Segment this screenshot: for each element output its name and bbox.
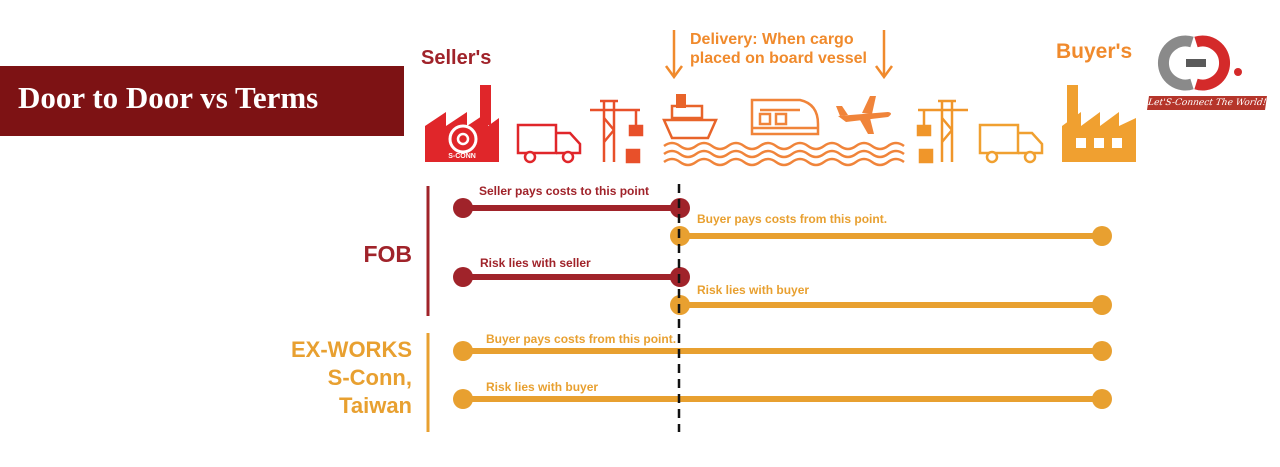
ship-icon [662,94,718,140]
waves-icon [663,141,905,167]
truck-icon [978,123,1044,164]
down-arrow-right-icon [874,30,894,80]
crane-icon [590,99,644,164]
seller-costs-label: Seller pays costs to this point [479,184,650,198]
exworks-label-line3: Taiwan [339,393,412,418]
title-banner: Door to Door vs Terms [0,66,404,136]
train-icon [750,98,820,136]
seller-risk-label: Risk lies with seller [480,256,591,270]
buyer-costs-label: Buyer pays costs from this point. [697,212,888,226]
truck-icon [516,123,582,164]
buyer-costs-end [1092,226,1112,246]
chain-link-icon [1157,35,1231,91]
crane-icon [916,99,968,164]
brand-logo [1157,35,1242,91]
page-title: Door to Door vs Terms [18,80,319,115]
exw-buyer-risk-label: Risk lies with buyer [486,380,599,394]
exworks-label-line2: S-Conn, [327,365,412,390]
delivery-label-line1: Delivery: When cargo [690,31,854,48]
down-arrow-left-icon [664,30,684,80]
seller-costs-start [453,198,473,218]
buyer-factory-icon [1062,85,1136,162]
exw-buyer-costs-start [453,341,473,361]
seller-label: Seller's [421,47,492,69]
buyer-risk-label: Risk lies with buyer [697,283,810,297]
seller-factory-icon: S-CONN [425,85,499,162]
buyer-risk-end [1092,295,1112,315]
buyer-label: Buyer's [1056,40,1133,63]
factory-logo-text: S-CONN [448,153,476,160]
exw-buyer-risk-start [453,389,473,409]
registered-mark-icon [1234,68,1242,76]
exworks-label-line1: EX-WORKS [291,337,412,362]
exw-buyer-costs-end [1092,341,1112,361]
exw-buyer-risk-end [1092,389,1112,409]
seller-risk-start [453,267,473,287]
airplane-icon [836,96,891,134]
delivery-label-line2: placed on board vessel [690,50,867,67]
fob-label: FOB [363,241,412,267]
exw-buyer-costs-label: Buyer pays costs from this point. [486,332,677,346]
brand-slogan: Let'S-Connect The World! [1147,96,1267,110]
